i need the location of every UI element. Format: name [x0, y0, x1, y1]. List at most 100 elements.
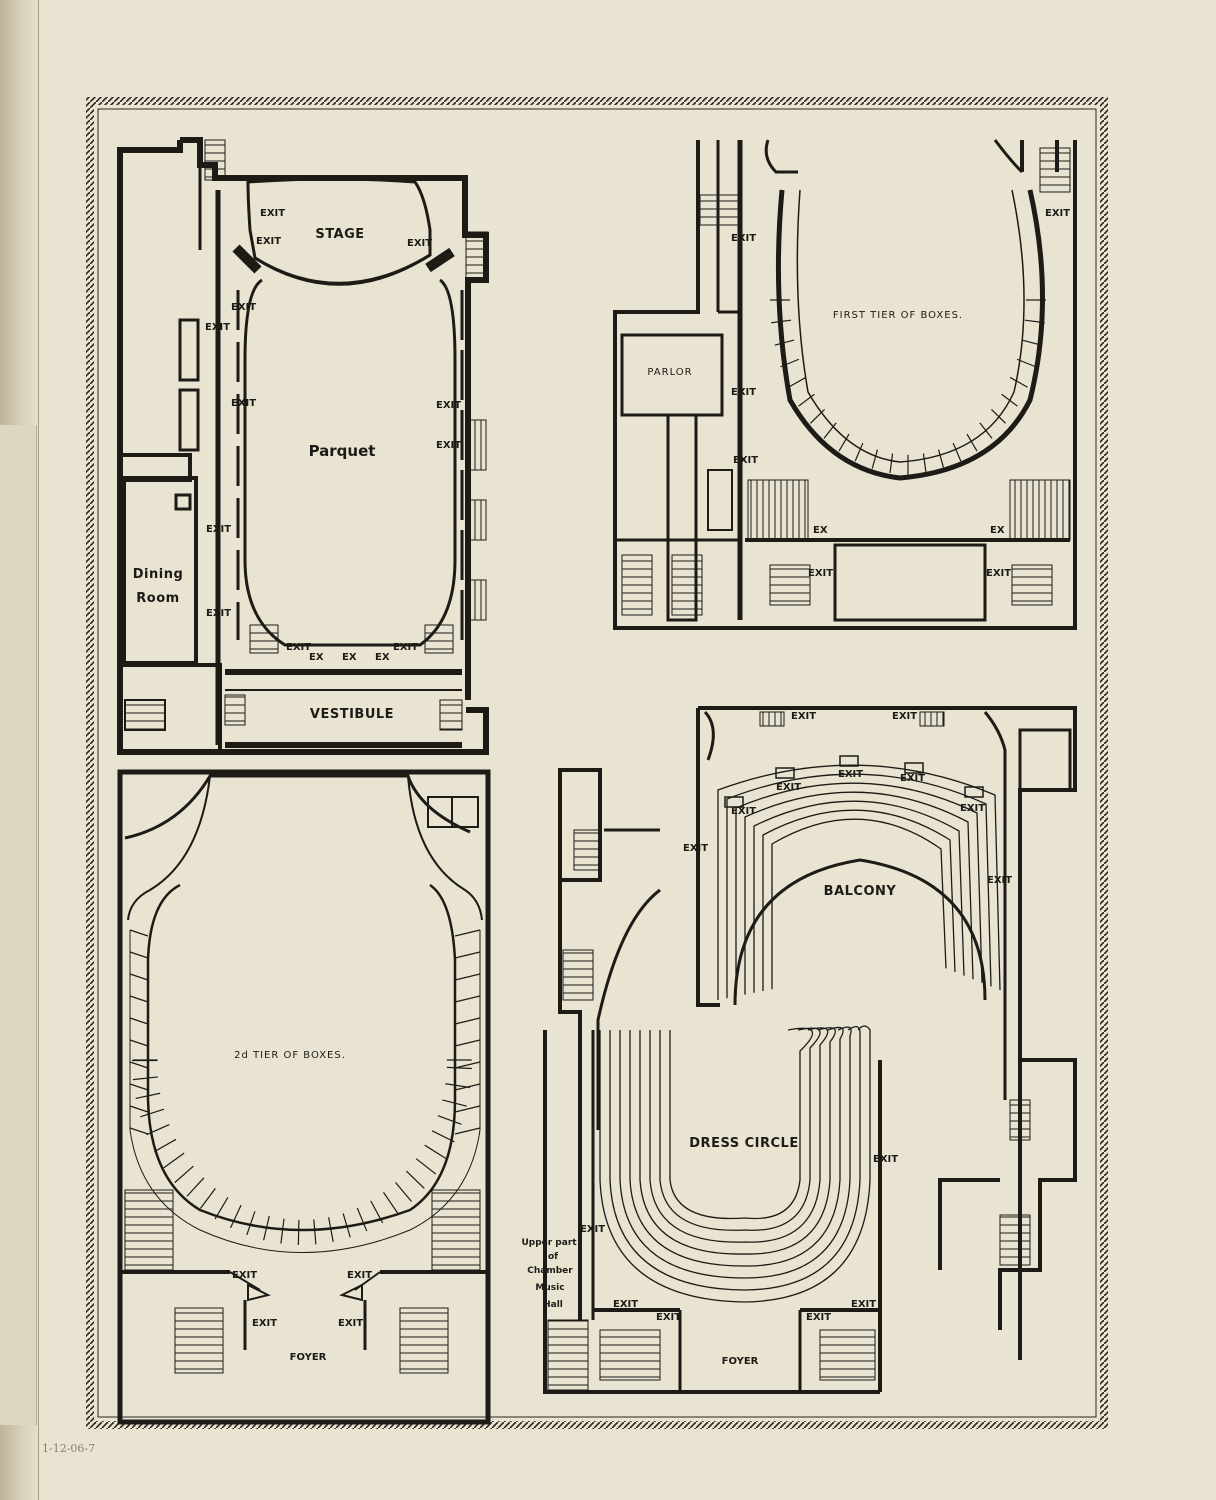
exit-label: EXIT: [892, 711, 917, 722]
box-divider: [780, 358, 800, 368]
binding-flap: [0, 425, 37, 1425]
vestibule-label: VESTIBULE: [310, 707, 394, 722]
box-divider: [454, 1127, 481, 1135]
ex-label: EX: [990, 525, 1005, 536]
seating-row: [649, 1027, 829, 1243]
exit-label: EXIT: [231, 302, 256, 313]
box-divider: [952, 442, 962, 462]
seating-row: [639, 1027, 836, 1255]
balcony-rail: [733, 858, 987, 1006]
box-divider: [328, 1217, 334, 1242]
box-divider: [446, 1066, 472, 1070]
exit-label: EXIT: [873, 1154, 898, 1165]
box-divider: [342, 1213, 351, 1238]
exit-label: EXIT: [900, 773, 925, 784]
box-divider: [1021, 339, 1042, 346]
first-tier-label: FIRST TIER OF BOXES.: [833, 310, 963, 321]
box-divider: [129, 1061, 149, 1069]
exit-label: EXIT: [206, 608, 231, 619]
box-divider: [163, 1152, 185, 1169]
box-divider: [889, 453, 894, 474]
box-divider: [871, 449, 879, 469]
balcony-box: [904, 762, 924, 774]
chamber-label-3: Chamber: [527, 1266, 573, 1276]
parlor-label: PARLOR: [647, 367, 692, 378]
box-divider: [132, 1076, 158, 1081]
seating-row: [619, 1026, 852, 1279]
box-divider: [431, 1130, 455, 1143]
box-divider: [313, 1219, 317, 1245]
balcony-box: [775, 767, 795, 779]
box-divider: [135, 1092, 161, 1100]
exit-label: EXIT: [206, 524, 231, 535]
box-divider: [437, 1115, 462, 1125]
exit-label: EXIT: [436, 440, 461, 451]
box-divider: [922, 453, 927, 474]
balcony-dress-labels: BALCONY DRESS CIRCLE EXIT EXIT EXIT EXIT…: [521, 711, 1012, 1367]
box-divider: [442, 1099, 467, 1107]
exit-label: EXIT: [393, 642, 418, 653]
exit-label: EXIT: [731, 233, 756, 244]
box-divider: [129, 1039, 149, 1047]
exit-label: EXIT: [231, 398, 256, 409]
box-divider: [788, 376, 807, 388]
box-divider: [129, 929, 149, 937]
page-border: [86, 97, 1108, 1429]
seating-row: [771, 818, 947, 990]
exit-label: EXIT: [436, 400, 461, 411]
box-divider: [424, 1144, 447, 1160]
exit-label: EXIT: [987, 875, 1012, 886]
exit-label: EXIT: [806, 1312, 831, 1323]
ex-label: EX: [309, 652, 324, 663]
box-divider: [454, 1105, 481, 1113]
seating-row: [717, 764, 1001, 1000]
seating-row: [599, 1025, 871, 1303]
box-divider: [200, 1187, 216, 1209]
box-divider: [1024, 319, 1045, 324]
box-divider: [186, 1177, 205, 1197]
parquet-plan: [117, 137, 489, 755]
ex-label: EX: [813, 525, 828, 536]
box-divider: [1001, 393, 1018, 407]
exit-label: EXIT: [851, 1299, 876, 1310]
seating-row: [726, 773, 992, 999]
foyer-label: FOYER: [290, 1352, 327, 1363]
exit-label: EXIT: [986, 568, 1011, 579]
exit-label: EXIT: [656, 1312, 681, 1323]
stage-label: STAGE: [315, 227, 364, 242]
exit-label: EXIT: [338, 1318, 363, 1329]
seating-row: [753, 800, 965, 993]
exit-label: EXIT: [960, 803, 985, 814]
dress-circle-seating: [599, 1025, 871, 1303]
box-divider: [383, 1191, 399, 1214]
exit-label: EXIT: [1045, 208, 1070, 219]
pencil-note: 1-12-06-7: [42, 1442, 96, 1455]
box-divider: [774, 339, 795, 346]
box-divider: [454, 973, 481, 981]
box-divider: [454, 929, 481, 937]
parquet-label: Parquet: [309, 442, 376, 460]
exit-label: EXIT: [733, 455, 758, 466]
seating-row: [609, 1026, 861, 1291]
box-divider: [140, 1108, 165, 1118]
box-divider: [129, 1017, 149, 1025]
chamber-label-4: Music: [535, 1283, 564, 1293]
balcony-box: [964, 786, 984, 798]
exit-label: EXIT: [613, 1299, 638, 1310]
first-tier-plan: [613, 139, 1077, 630]
exit-label: EXIT: [205, 322, 230, 333]
exit-label: EXIT: [808, 568, 833, 579]
box-divider: [991, 409, 1007, 424]
box-divider: [979, 422, 993, 439]
dress-circle-label: DRESS CIRCLE: [689, 1136, 798, 1151]
second-tier-label: 2d TIER OF BOXES.: [234, 1050, 346, 1061]
exit-label: EXIT: [776, 782, 801, 793]
exit-label: EXIT: [838, 769, 863, 780]
exit-label: EXIT: [580, 1224, 605, 1235]
first-tier-boxes: [770, 299, 1046, 475]
foyer-label: FOYER: [722, 1356, 759, 1367]
exit-label: EXIT: [256, 236, 281, 247]
box-divider: [394, 1181, 412, 1202]
seating-row: [762, 809, 956, 991]
ex-label: EX: [375, 652, 390, 663]
